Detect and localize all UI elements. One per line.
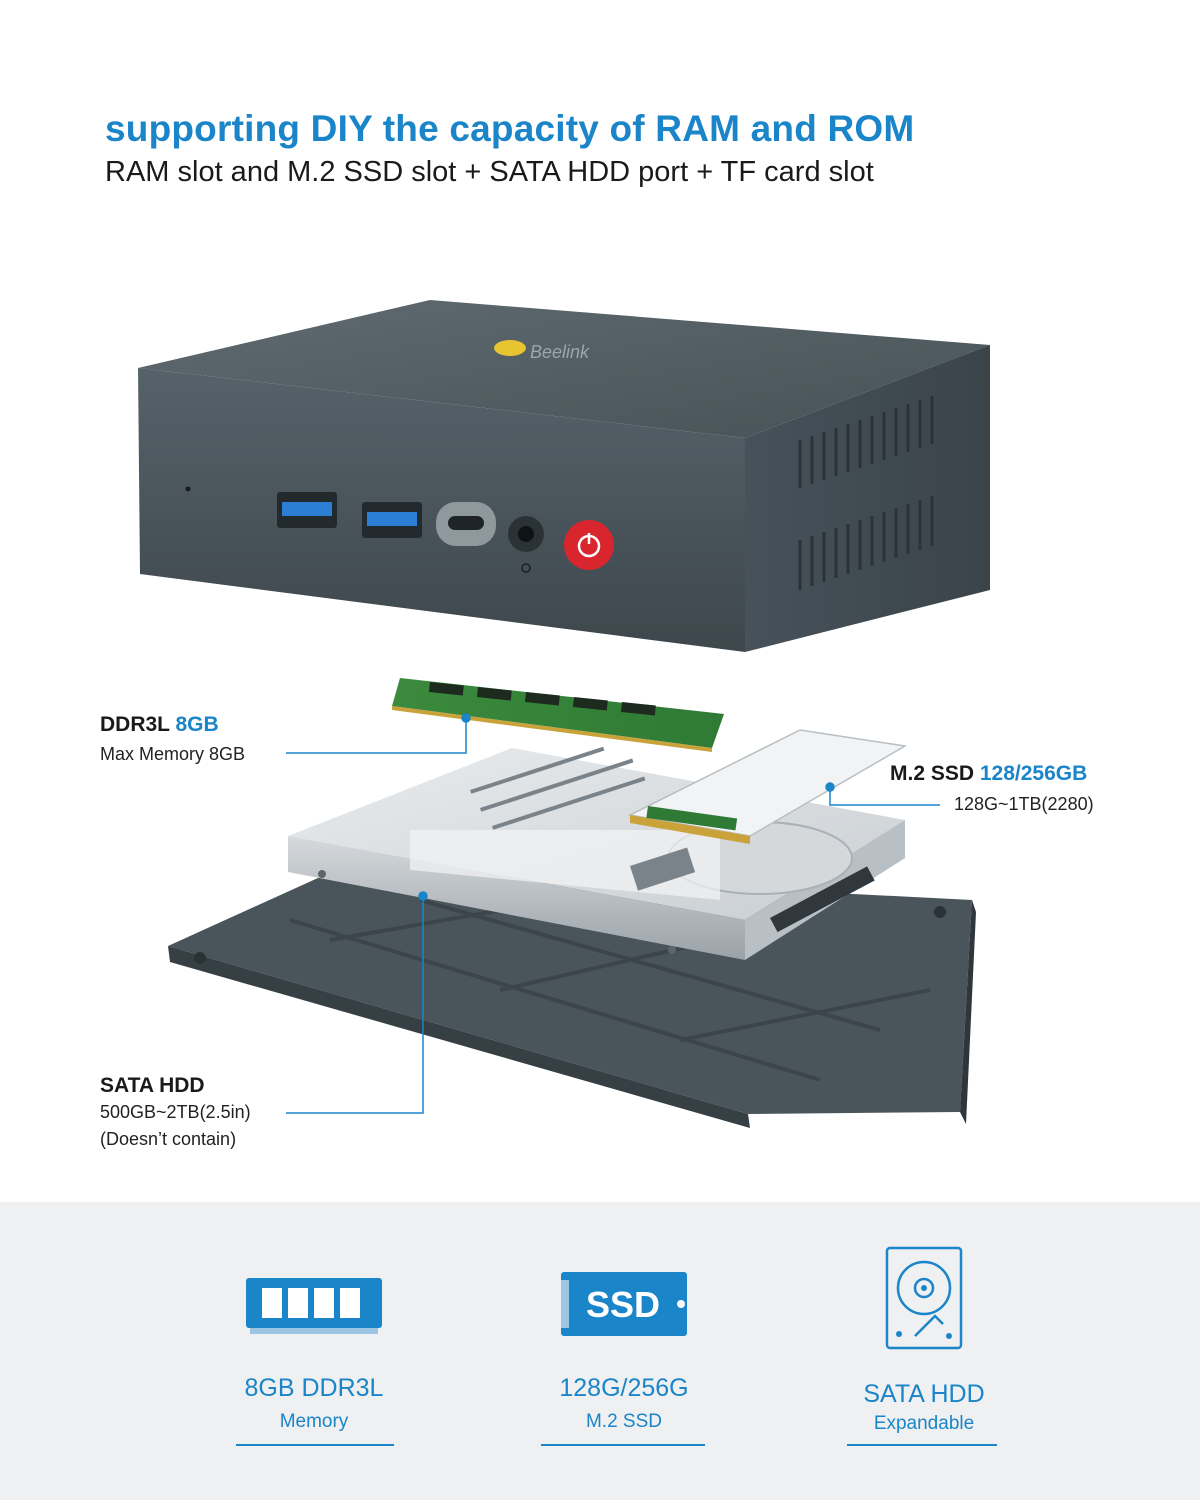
subline: RAM slot and M.2 SSD slot + SATA HDD por… (105, 156, 874, 188)
ram-module (392, 678, 724, 752)
usb-port-1 (277, 492, 337, 528)
m2-ssd (627, 729, 908, 844)
side-vents (798, 396, 934, 590)
hdd-callout-title: SATA HDD (100, 1074, 205, 1097)
ram-module-icon (246, 1278, 382, 1334)
power-button (564, 520, 614, 570)
feature-ram-title: 8GB DDR3L (244, 1374, 384, 1402)
svg-text:Beelink: Beelink (530, 342, 590, 362)
hdd (288, 746, 905, 960)
mini-pc-side (745, 345, 990, 652)
ssd-callout-title-main: M.2 SSD (890, 762, 975, 785)
hard-drive-icon (885, 1246, 963, 1350)
feature-ram-sub: Memory (279, 1411, 349, 1432)
ram-callout-title: DDR3L 8GB (100, 713, 219, 737)
mini-pc-top (138, 300, 990, 438)
feature-panel: 8GB DDR3L Memory SSD 128G/256G M.2 SSD S… (0, 1202, 1200, 1500)
feature-ssd-sub: M.2 SSD (585, 1411, 663, 1432)
feature-ram-rule (236, 1444, 394, 1446)
usb-port-2 (362, 502, 422, 538)
headline: supporting DIY the capacity of RAM and R… (105, 108, 915, 149)
feature-ram: 8GB DDR3L Memory (214, 1274, 414, 1446)
feature-ssd-rule (541, 1444, 705, 1446)
status-led (185, 486, 191, 492)
ssd-callout-title: M.2 SSD 128/256GB (890, 762, 1087, 786)
brand-logo: Beelink (494, 340, 590, 362)
usb-c-port (436, 502, 496, 546)
audio-jack (508, 516, 544, 573)
ram-callout-sub: Max Memory 8GB (100, 744, 246, 764)
ssd-callout-title-accent: 128/256GB (979, 762, 1088, 785)
feature-ssd: SSD 128G/256G M.2 SSD (524, 1272, 724, 1446)
hdd-callout-sub-1: 500GB~2TB(2.5in) (100, 1102, 251, 1122)
exploded-product-illustration: Beelink (138, 300, 990, 1128)
feature-ssd-title: 128G/256G (559, 1374, 689, 1402)
ssd-icon-text: SSD (586, 1284, 660, 1325)
ssd-icon: SSD (561, 1272, 687, 1336)
callout-leaders (286, 713, 940, 1114)
ram-callout-title-accent: 8GB (175, 713, 219, 736)
hdd-callout-sub-2: (Doesn’t contain) (100, 1129, 237, 1149)
ssd-callout-sub: 128G~1TB(2280) (954, 794, 1094, 814)
mini-pc: Beelink (138, 300, 990, 652)
feature-hdd-sub: Expandable (873, 1413, 975, 1434)
ram-callout-title-main: DDR3L (100, 713, 170, 736)
feature-hdd: SATA HDD Expandable (824, 1246, 1024, 1446)
feature-hdd-title: SATA HDD (863, 1380, 985, 1408)
feature-hdd-rule (847, 1444, 997, 1446)
